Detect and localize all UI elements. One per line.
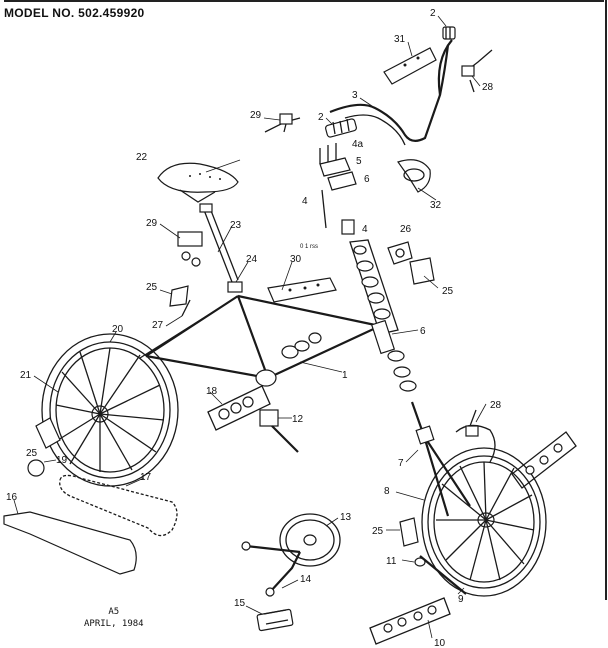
front-wheel: [421, 447, 547, 597]
callout-25-wheel: 25: [372, 526, 384, 537]
footer: A5 APRIL, 1984: [84, 606, 144, 630]
callout-3: 3: [352, 90, 358, 101]
callout-15: 15: [234, 598, 246, 609]
callout-23: 23: [230, 220, 242, 231]
callout-12: 12: [292, 414, 304, 425]
reflector-bracket-front: [387, 241, 413, 265]
callout-26: 26: [400, 224, 412, 235]
grip-end-top: [442, 26, 456, 40]
reflector-seat: [169, 285, 189, 307]
handlebar-pad: [383, 47, 437, 85]
bottom-bracket-parts: [281, 332, 322, 359]
callout-numbers: 2 31 28 3 29 2 4a 5 6 22 4 32 29 23 4 26…: [6, 8, 502, 648]
callout-28-front: 28: [490, 400, 502, 411]
callout-5: 5: [356, 156, 362, 167]
callout-8: 8: [384, 486, 390, 497]
right-border: [605, 0, 607, 600]
callout-22: 22: [136, 152, 148, 163]
front-brake-caliper: [455, 409, 496, 463]
front-wheel-reflector: [399, 517, 419, 547]
footer-code: A5: [108, 607, 120, 617]
callout-21: 21: [20, 370, 32, 381]
lower-headset: [387, 350, 417, 392]
callout-10: 10: [434, 638, 446, 648]
callout-7: 7: [398, 458, 404, 469]
rear-sprocket: [27, 459, 45, 477]
seat-clamp: [177, 231, 203, 267]
brake-lever-right: [461, 49, 493, 93]
callout-4-right: 4: [362, 224, 368, 235]
callout-13: 13: [340, 512, 352, 523]
brake-lever-left: [264, 113, 301, 133]
axle-nut: [414, 557, 426, 567]
crank-bearing-strip: [207, 385, 271, 431]
callout-30: 30: [290, 254, 302, 265]
frame: [139, 294, 396, 387]
callout-31: 31: [394, 34, 406, 45]
callout-4a: 4a: [352, 139, 364, 150]
axle-parts-strip: [369, 597, 451, 645]
front-axle: [419, 555, 467, 595]
rear-wheel: [41, 333, 179, 487]
callout-27: 27: [152, 320, 164, 331]
footer-date: APRIL, 1984: [84, 619, 144, 629]
callout-25-seat: 25: [146, 282, 158, 293]
callout-20: 20: [112, 324, 124, 335]
callout-28-top: 28: [482, 82, 494, 93]
callout-2-top: 2: [430, 8, 436, 19]
top-border: [4, 0, 604, 2]
chain-guard: [3, 511, 137, 575]
callout-24: 24: [246, 254, 258, 265]
headset-strip: [349, 239, 399, 335]
seat-post: [199, 203, 239, 283]
callout-19: 19: [56, 455, 68, 466]
callout-2-mid: 2: [318, 112, 324, 123]
callout-6-lower: 6: [420, 326, 426, 337]
crank-arms: [241, 541, 301, 597]
reflector-front: [409, 257, 435, 285]
grip-middle: [325, 118, 357, 138]
reflector-bracket: [181, 299, 191, 317]
callout-25-rear: 25: [26, 448, 38, 459]
handlebar: [329, 39, 453, 146]
frame-inscription: 0 1 rss: [300, 244, 318, 250]
seat-binder: [227, 281, 243, 293]
callout-29-top: 29: [250, 110, 262, 121]
handlebar-clamp: [397, 159, 431, 193]
top-tube-pad: [267, 277, 337, 303]
front-fork: [410, 401, 471, 517]
callout-16: 16: [6, 492, 18, 503]
callout-32: 32: [430, 200, 442, 211]
callout-29-seat: 29: [146, 218, 158, 229]
stem-assembly: [319, 143, 357, 235]
callout-6-top: 6: [364, 174, 370, 185]
callout-1: 1: [342, 370, 348, 381]
saddle: [157, 162, 239, 203]
rear-wheel-reflector: [35, 417, 61, 449]
model-number-label: MODEL NO. 502.459920: [4, 6, 145, 20]
front-hub-strip: [511, 431, 577, 489]
pedal: [256, 608, 294, 632]
chainring: [279, 513, 341, 567]
leader-lines: [13, 15, 487, 639]
callout-18: 18: [206, 386, 218, 397]
callout-25-front: 25: [442, 286, 454, 297]
chain: [59, 474, 178, 537]
callout-14: 14: [300, 574, 312, 585]
callout-11: 11: [386, 556, 397, 567]
callout-4-left: 4: [302, 196, 308, 207]
callout-9: 9: [458, 594, 464, 605]
callout-17: 17: [140, 472, 152, 483]
